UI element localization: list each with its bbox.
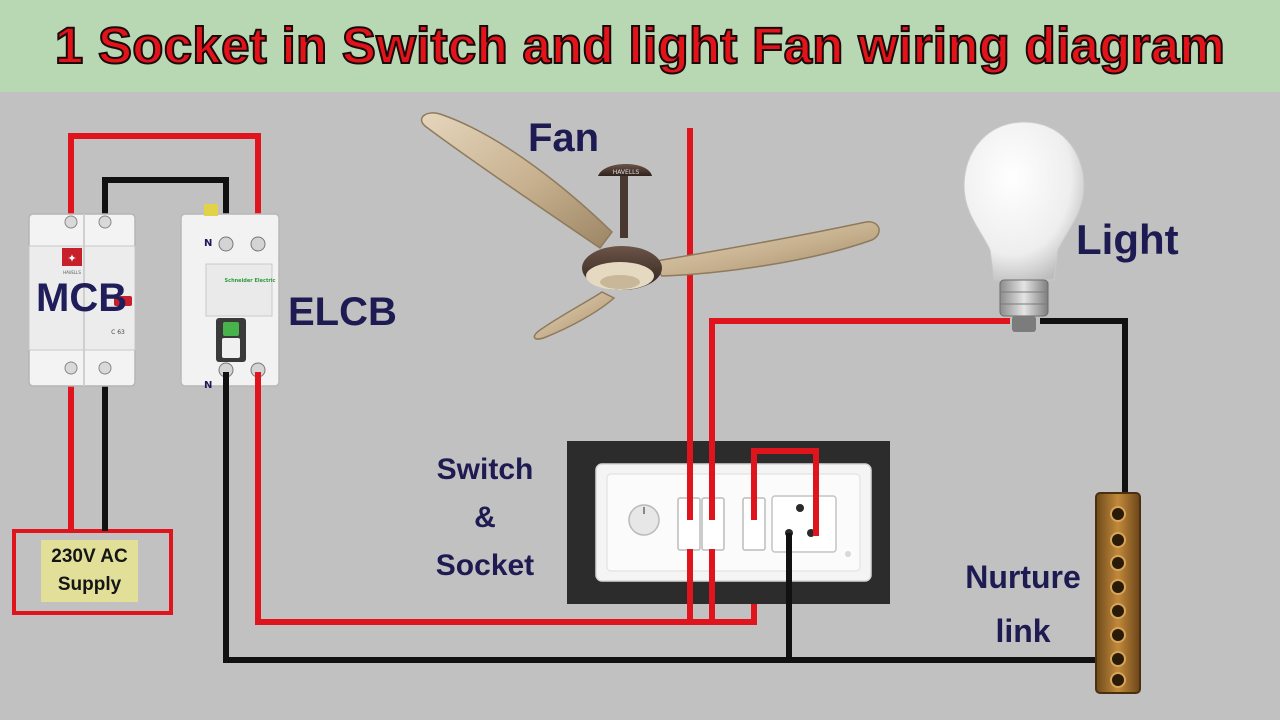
- bulb-cap: [999, 279, 1049, 317]
- fan-brand-mark: HAVELLS: [613, 169, 640, 176]
- light-bulb: [963, 121, 1085, 332]
- elcb-terminal-n-bottom: N: [204, 380, 212, 391]
- supply-label-line2: Supply: [57, 574, 122, 595]
- socket-outlet: [771, 495, 837, 553]
- fan-blade-bottom: [533, 291, 616, 340]
- switch-label-line2: &: [474, 501, 496, 534]
- elcb-terminal-n-top: N: [204, 238, 212, 249]
- switch-board: [567, 441, 890, 604]
- supply-box-frame: [12, 529, 173, 615]
- svg-text:✦: ✦: [67, 252, 76, 265]
- bulb-glass: [963, 121, 1085, 281]
- switch-label-line1: Switch: [436, 453, 534, 486]
- neutral-wire-mcb-to-elcb: [102, 177, 229, 238]
- elcb-device: N N Schneider Electric: [180, 204, 280, 391]
- fan-blade-left: [420, 112, 613, 250]
- light-label: Light: [1076, 216, 1179, 263]
- switch-socket-label: Switch & Socket: [430, 446, 540, 590]
- fan-blade-right: [648, 221, 880, 277]
- nurture-link-label: Nurture link: [956, 550, 1090, 658]
- ceiling-fan: HAVELLS: [420, 112, 880, 340]
- fan-downrod: [620, 176, 628, 238]
- mcb-rating-mark: C 63: [111, 329, 125, 336]
- nurture-label-line1: Nurture: [965, 559, 1081, 595]
- light-neutral-wire: [1040, 318, 1128, 514]
- elcb-label: ELCB: [288, 290, 397, 334]
- nurture-label-line2: link: [995, 613, 1051, 649]
- fan-regulator-knob: [628, 504, 660, 536]
- mcb-label: MCB: [36, 276, 128, 320]
- phase-wire-mcb-to-elcb: [68, 133, 261, 238]
- title-band: [0, 0, 1280, 92]
- supply-label-box: 230V AC Supply: [41, 540, 138, 602]
- diagram-title: 1 Socket in Switch and light Fan wiring …: [54, 16, 1226, 75]
- nurture-link-bar: [1095, 492, 1141, 694]
- fan-label: Fan: [528, 116, 600, 160]
- elcb-brand-mark: Schneider Electric: [225, 278, 276, 284]
- socket-phase-wire: [751, 448, 819, 536]
- switch-label-line3: Socket: [435, 549, 535, 582]
- mcb-device: ✦ HAVELLS C 63: [28, 213, 136, 387]
- supply-label-line1: 230V AC: [51, 546, 128, 567]
- light-phase-wire: [709, 318, 1010, 520]
- mcb-brand-mark: HAVELLS: [63, 270, 81, 275]
- fan-canopy: [598, 164, 652, 176]
